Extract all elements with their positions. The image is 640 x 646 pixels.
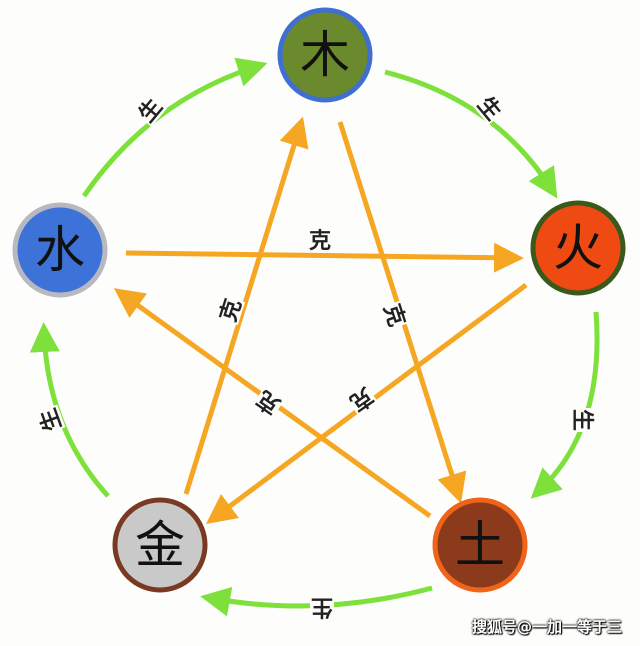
generating-label: 生 bbox=[569, 409, 594, 431]
overcoming-label-bg bbox=[345, 383, 379, 417]
metal-circle bbox=[112, 497, 208, 593]
generating-label: 生 bbox=[311, 594, 333, 619]
overcoming-label-bg bbox=[308, 228, 332, 252]
generating-label-bg bbox=[473, 91, 507, 125]
generating-label: 生 bbox=[472, 92, 505, 125]
earth-circle bbox=[432, 497, 528, 593]
water-glyph: 水 bbox=[35, 221, 85, 279]
generating-arrow-water-wood bbox=[81, 57, 268, 198]
earth-glyph: 土 bbox=[455, 516, 505, 574]
generating-label-bg bbox=[34, 404, 66, 436]
generating-arrow-wood-fire bbox=[384, 69, 558, 199]
element-wood: 木 bbox=[277, 7, 373, 103]
metal-glyph: 金 bbox=[135, 516, 185, 574]
generating-label: 生 bbox=[134, 94, 167, 127]
wood-circle bbox=[277, 7, 373, 103]
wood-glyph: 木 bbox=[300, 26, 350, 84]
generating-label-bg bbox=[571, 408, 595, 432]
generating-label-bg bbox=[310, 596, 334, 620]
element-fire: 火 bbox=[530, 200, 626, 296]
generating-label: 生 bbox=[36, 405, 67, 434]
element-earth: 土 bbox=[432, 497, 528, 593]
overcoming-label-bg bbox=[379, 299, 411, 331]
water-circle bbox=[12, 202, 108, 298]
fire-circle bbox=[530, 200, 626, 296]
generating-arrow-fire-earth bbox=[530, 311, 600, 499]
overcoming-label: 克 bbox=[345, 382, 378, 416]
overcoming-label-bg bbox=[251, 386, 285, 420]
overcoming-label: 克 bbox=[309, 228, 331, 254]
fire-glyph: 火 bbox=[553, 219, 603, 277]
overcoming-arrow-metal-wood bbox=[183, 116, 309, 495]
element-water: 水 bbox=[12, 202, 108, 298]
watermark: 搜狐号@一加一等于三 bbox=[472, 618, 623, 636]
element-metal: 金 bbox=[112, 497, 208, 593]
overcoming-arrow-water-fire bbox=[125, 242, 524, 273]
generating-label-bg bbox=[133, 93, 167, 127]
overcoming-label-bg bbox=[214, 294, 246, 326]
